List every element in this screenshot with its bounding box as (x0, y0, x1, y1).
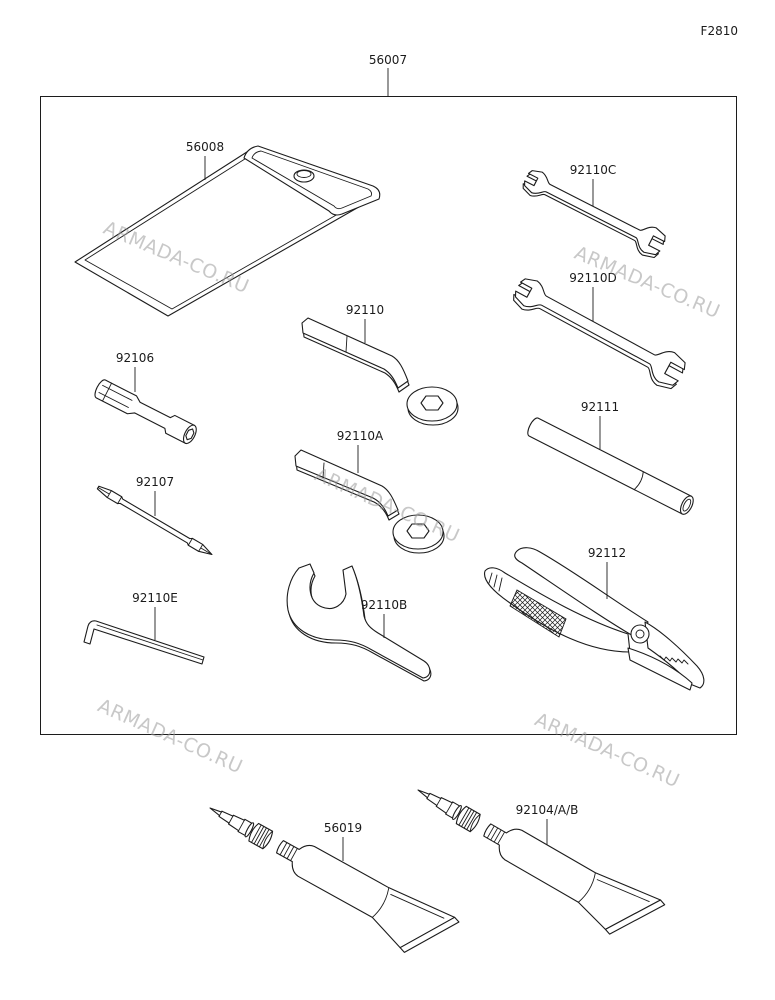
tube-nozzle (209, 807, 255, 838)
tube-body (483, 823, 666, 935)
pliers (484, 547, 705, 691)
socket-handle (94, 379, 197, 445)
hook-spanner (286, 563, 432, 682)
bar-opening (682, 498, 692, 512)
callout-56019[interactable]: 56019 (324, 821, 362, 835)
pliers-grip (509, 589, 567, 638)
callout-92110C[interactable]: 92110C (570, 163, 617, 177)
callout-92110D[interactable]: 92110D (569, 271, 616, 285)
callout-92107[interactable]: 92107 (136, 475, 174, 489)
open-end-wrench-small (519, 165, 668, 261)
extension-bar (527, 417, 694, 515)
tube-left (209, 807, 460, 953)
watermark: ARMADA-CO.RU (312, 464, 463, 548)
tube-body (276, 840, 460, 953)
callout-92106[interactable]: 92106 (116, 351, 154, 365)
tube-cap (248, 822, 274, 850)
callout-92111[interactable]: 92111 (581, 400, 619, 414)
hex-opening (420, 395, 444, 411)
pliers-upper-jaw (644, 621, 705, 689)
hex-key (83, 620, 205, 665)
pliers-pivot (630, 624, 650, 644)
callout-56008[interactable]: 56008 (186, 140, 224, 154)
tube-nozzle (417, 789, 462, 821)
tube-cap (455, 805, 481, 833)
figure-id: F2810 (701, 24, 738, 38)
snap-button (293, 169, 315, 183)
screwdriver-bit (96, 485, 213, 556)
tool-pouch (74, 145, 381, 317)
hex-opening (406, 523, 430, 539)
open-end-wrench-large (508, 272, 689, 393)
pliers-lower-jaw (627, 647, 693, 691)
watermark: ARMADA-CO.RU (532, 709, 683, 793)
box-end-wrench-a (294, 449, 445, 554)
callout-92112[interactable]: 92112 (588, 546, 626, 560)
callout-92110B[interactable]: 92110B (361, 598, 407, 612)
callout-56007[interactable]: 56007 (369, 53, 407, 67)
callout-92104[interactable]: 92104/A/B (516, 803, 579, 817)
pliers-lower-handle (484, 567, 631, 653)
kit-boundary (40, 96, 737, 735)
callout-92110[interactable]: 92110 (346, 303, 384, 317)
hex-socket (185, 428, 195, 441)
box-end-wrench (301, 317, 459, 426)
watermark: ARMADA-CO.RU (95, 695, 246, 779)
callout-92110A[interactable]: 92110A (337, 429, 384, 443)
callout-92110E[interactable]: 92110E (132, 591, 178, 605)
tube-right (417, 789, 666, 935)
